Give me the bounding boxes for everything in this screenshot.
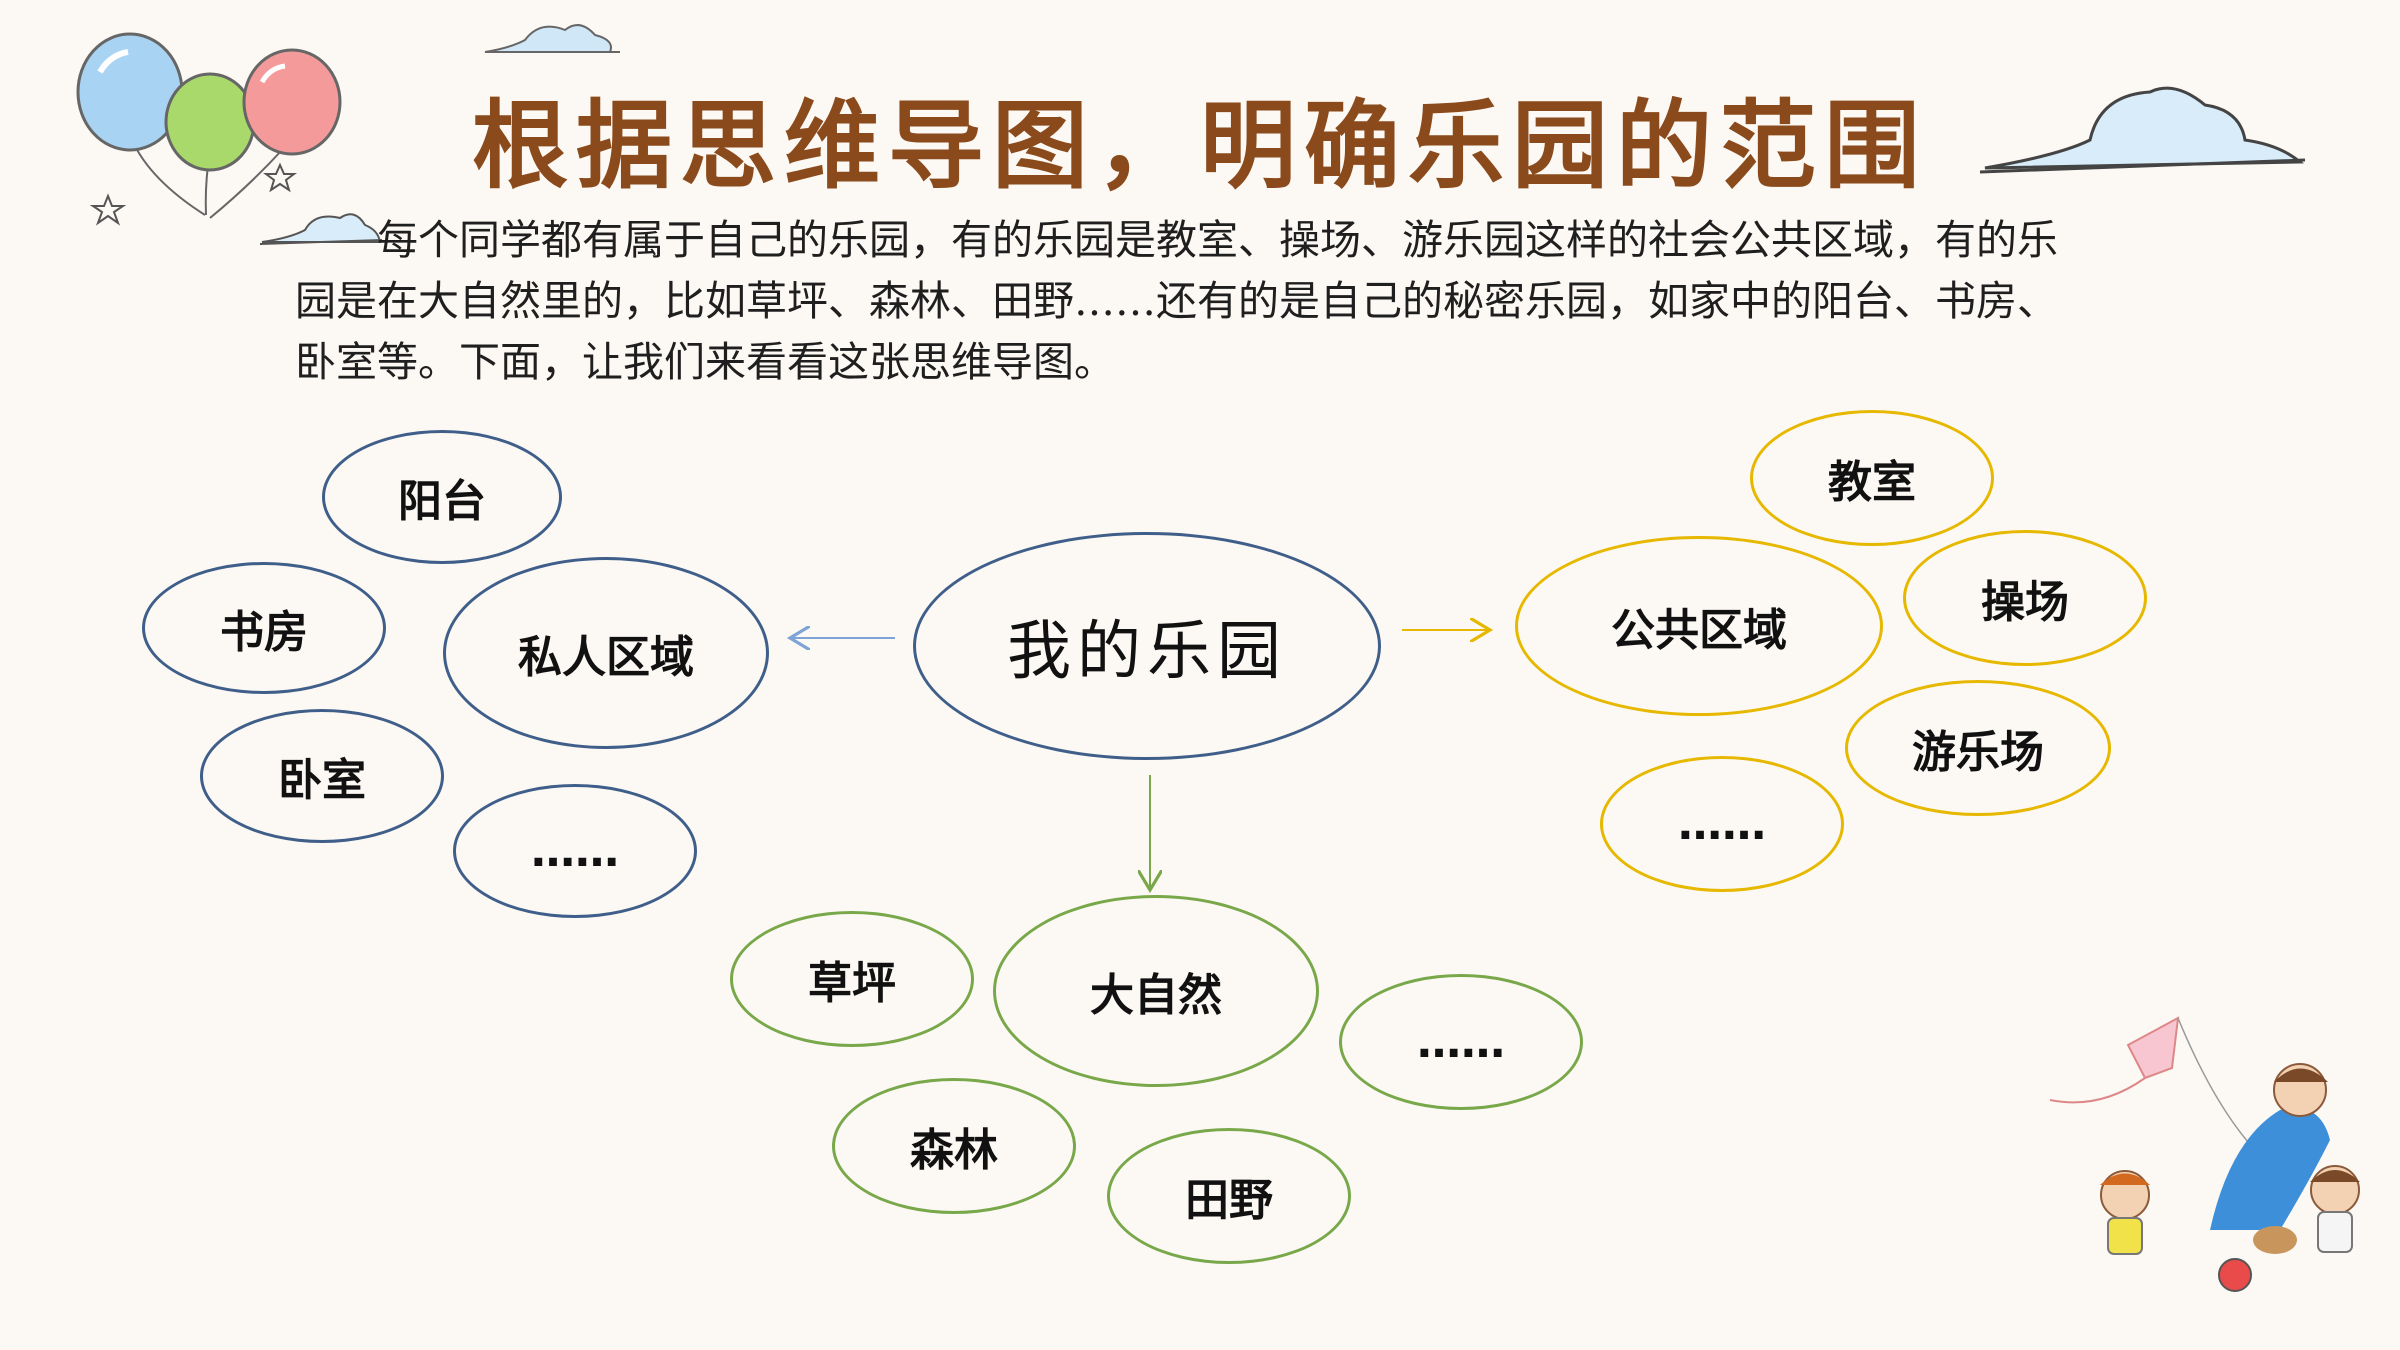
study-room-node: 书房 xyxy=(142,562,386,694)
bedroom-node: 卧室 xyxy=(200,709,444,843)
nature-node: 大自然 xyxy=(993,895,1319,1087)
balloons-icon xyxy=(76,32,342,219)
cloud-icon xyxy=(259,213,383,245)
center-node: 我的乐园 xyxy=(913,532,1381,760)
cloud-icon xyxy=(1979,86,2306,174)
private-area-node: 私人区域 xyxy=(443,557,769,749)
children-slide-illustration xyxy=(2100,1063,2360,1292)
page-title: 根据思维导图，明确乐园的范围 xyxy=(472,90,1928,202)
private-more-node: …… xyxy=(453,784,697,918)
playground-node: 操场 xyxy=(1903,530,2147,666)
classroom-node: 教室 xyxy=(1750,410,1994,546)
public-more-node: …… xyxy=(1600,756,1844,892)
forest-node: 森林 xyxy=(832,1078,1076,1214)
intro-text: 每个同学都有属于自己的乐园，有的乐园是教室、操场、游乐园这样的社会公共区域，有的… xyxy=(295,216,2058,386)
lawn-node: 草坪 xyxy=(730,911,974,1047)
amusement-park-node: 游乐场 xyxy=(1845,680,2111,816)
balcony-node: 阳台 xyxy=(322,430,562,564)
field-node: 田野 xyxy=(1107,1128,1351,1264)
intro-paragraph: 每个同学都有属于自己的乐园，有的乐园是教室、操场、游乐园这样的社会公共区域，有的… xyxy=(295,210,2085,393)
nature-more-node: …… xyxy=(1339,974,1583,1110)
cloud-icon xyxy=(484,24,620,53)
kite-icon xyxy=(2049,1016,2271,1166)
star-icon xyxy=(89,162,297,226)
public-area-node: 公共区域 xyxy=(1515,536,1883,716)
